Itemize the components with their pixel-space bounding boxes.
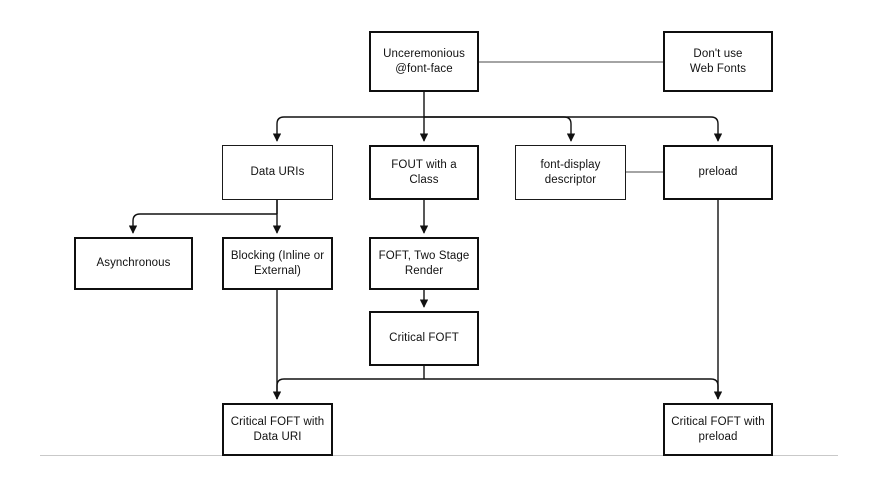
edge-critfoft-to-critdata: [276, 378, 424, 399]
node-label: Critical FOFT with Data URI: [230, 415, 325, 443]
node-critical-foft[interactable]: Critical FOFT: [369, 311, 479, 366]
node-label: Blocking (Inline or External): [230, 249, 325, 277]
node-dont-use-web-fonts[interactable]: Don't use Web Fonts: [663, 31, 773, 92]
node-label: Don't use Web Fonts: [689, 47, 747, 75]
node-unceremonious-font-face[interactable]: Unceremonious @font-face: [369, 31, 479, 92]
edge-uncer-to-fontdisplay: [424, 116, 576, 142]
edge-uncer-to-datauris: [272, 116, 424, 142]
node-data-uris[interactable]: Data URIs: [222, 145, 333, 200]
node-fout-with-a-class[interactable]: FOUT with a Class: [369, 145, 479, 200]
node-asynchronous[interactable]: Asynchronous: [74, 237, 193, 290]
footer-divider: [40, 455, 838, 456]
node-label: Data URIs: [250, 166, 305, 178]
node-label: FOFT, Two Stage Render: [378, 249, 470, 277]
node-label: font-display descriptor: [540, 158, 601, 186]
node-label: Asynchronous: [96, 257, 171, 269]
node-foft-two-stage-render[interactable]: FOFT, Two Stage Render: [369, 237, 479, 290]
node-label: preload: [698, 166, 738, 178]
node-preload[interactable]: preload: [663, 145, 773, 200]
node-critical-foft-with-preload[interactable]: Critical FOFT with preload: [663, 403, 773, 456]
edge-datauris-to-async: [128, 213, 277, 234]
node-label: Critical FOFT: [389, 332, 459, 344]
edge-uncer-to-preload: [424, 116, 723, 142]
node-critical-foft-with-data-uri[interactable]: Critical FOFT with Data URI: [222, 403, 333, 456]
node-label: Unceremonious @font-face: [383, 47, 465, 75]
node-blocking-inline-or-external[interactable]: Blocking (Inline or External): [222, 237, 333, 290]
node-label: Critical FOFT with preload: [671, 415, 765, 443]
node-font-display-descriptor[interactable]: font-display descriptor: [515, 145, 626, 200]
edge-critfoft-to-critpreload: [424, 378, 719, 399]
node-label: FOUT with a Class: [391, 158, 457, 186]
